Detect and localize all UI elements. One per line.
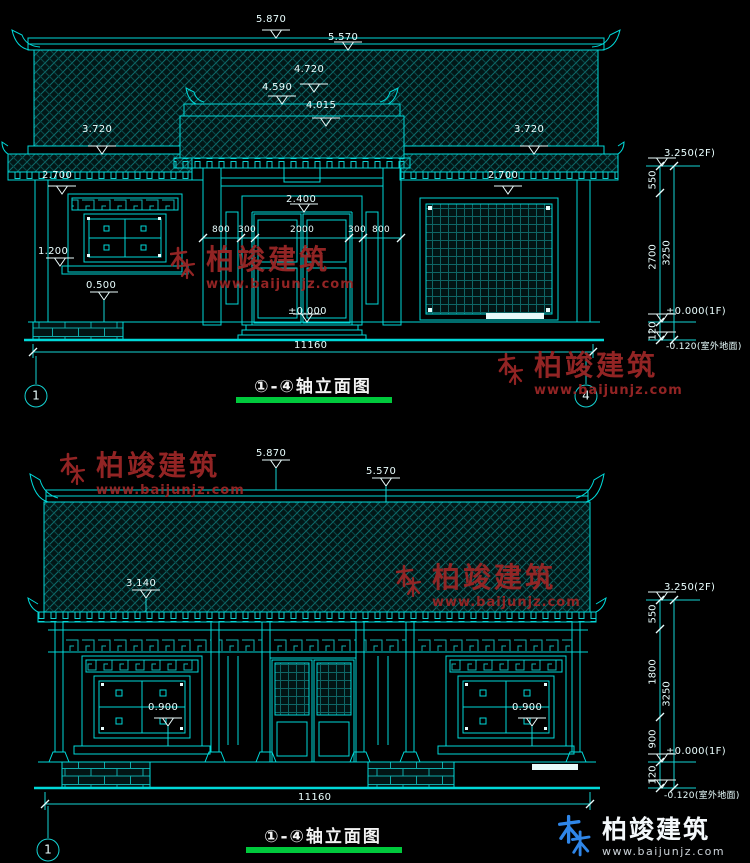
d2-chain-ground: -0.120(室外地面) bbox=[664, 791, 740, 801]
d1-level-4590: 4.590 bbox=[262, 82, 293, 93]
d1-dim-300a: 300 bbox=[238, 225, 257, 235]
d2-level-5570: 5.570 bbox=[366, 466, 397, 477]
d1-level-4720: 4.720 bbox=[294, 64, 325, 75]
watermark-brand: 柏竣建筑 bbox=[534, 349, 659, 382]
d2-level-5870: 5.870 bbox=[256, 448, 287, 459]
drawing2-building bbox=[27, 473, 607, 790]
d2-chain-top: 3.250(2F) bbox=[664, 582, 716, 593]
watermark-brand: 柏竣建筑 bbox=[206, 243, 331, 276]
watermark: 柏竣建筑 www.baijunjz.com bbox=[170, 246, 355, 292]
watermark-brand: 柏竣建筑 bbox=[96, 449, 221, 482]
d1-chain-2700: 2700 bbox=[647, 244, 659, 270]
d1-level-2700-left: 2.700 bbox=[42, 170, 73, 181]
d1-dim-300b: 300 bbox=[348, 225, 367, 235]
d1-level-0500: 0.500 bbox=[86, 280, 117, 291]
drawing2-dimensions bbox=[36, 459, 700, 862]
d1-level-0000: ±0.000 bbox=[288, 306, 327, 317]
drawing1-building bbox=[1, 29, 625, 342]
d1-chain-top: 3.250(2F) bbox=[664, 148, 716, 159]
d1-axis-1: 1 bbox=[32, 388, 40, 403]
drawing1-dimensions bbox=[24, 29, 700, 408]
site-logo-brand: 柏竣建筑 bbox=[602, 814, 711, 844]
d2-chain-1800: 1800 bbox=[647, 659, 659, 685]
watermark-url: www.baijunjz.com bbox=[96, 483, 245, 498]
d2-chain-550: 550 bbox=[647, 604, 659, 624]
watermark-brand: 柏竣建筑 bbox=[432, 561, 557, 594]
d2-level-0900-right: 0.900 bbox=[512, 702, 543, 713]
d2-chain-120: 120 bbox=[647, 765, 659, 785]
d2-chain-3250: 3250 bbox=[661, 681, 673, 707]
watermark-logo-icon bbox=[396, 564, 422, 598]
d2-overall-width: 11160 bbox=[298, 792, 332, 803]
watermark: 柏竣建筑 www.baijunjz.com bbox=[498, 352, 683, 398]
d1-title-underline bbox=[236, 397, 392, 403]
d1-level-5570: 5.570 bbox=[328, 32, 359, 43]
watermark: 柏竣建筑 www.baijunjz.com bbox=[60, 452, 245, 498]
d2-axis-1: 1 bbox=[44, 842, 52, 857]
d1-dim-800b: 800 bbox=[372, 225, 391, 235]
d1-chain-3250: 3250 bbox=[661, 240, 673, 266]
d1-level-3720-left: 3.720 bbox=[82, 124, 113, 135]
d2-title-underline bbox=[246, 847, 402, 853]
d1-chain-ground: -0.120(室外地面) bbox=[666, 342, 742, 352]
d1-overall-width: 11160 bbox=[294, 340, 328, 351]
site-logo: 柏竣建筑 www.baijunjz.com bbox=[556, 814, 725, 860]
d1-chain-550: 550 bbox=[647, 170, 659, 190]
watermark-url: www.baijunjz.com bbox=[432, 595, 581, 610]
d2-level-0900-left: 0.900 bbox=[148, 702, 179, 713]
watermark: 柏竣建筑 www.baijunjz.com bbox=[396, 564, 581, 610]
d1-level-2400: 2.400 bbox=[286, 194, 317, 205]
d1-dim-2000: 2000 bbox=[290, 225, 315, 235]
site-logo-url: www.baijunjz.com bbox=[602, 844, 726, 858]
d1-level-1200: 1.200 bbox=[38, 246, 69, 257]
site-logo-icon bbox=[558, 814, 591, 857]
d2-title: ①-④轴立面图 bbox=[264, 827, 382, 847]
watermark-logo-icon bbox=[60, 452, 86, 486]
d2-level-3140: 3.140 bbox=[126, 578, 157, 589]
watermark-url: www.baijunjz.com bbox=[534, 383, 683, 398]
watermark-logo-icon bbox=[498, 352, 524, 386]
d1-dim-800a: 800 bbox=[212, 225, 231, 235]
d1-title: ①-④轴立面图 bbox=[254, 377, 372, 397]
d1-axis-4: 4 bbox=[582, 388, 590, 403]
d2-chain-floor: ±0.000(1F) bbox=[666, 746, 726, 757]
d1-level-3720-right: 3.720 bbox=[514, 124, 545, 135]
d1-chain-floor: ±0.000(1F) bbox=[666, 306, 726, 317]
d2-chain-900: 900 bbox=[647, 729, 659, 749]
watermark-url: www.baijunjz.com bbox=[206, 277, 355, 292]
watermark-logo-icon bbox=[170, 246, 196, 280]
d1-chain-120: 120 bbox=[647, 321, 659, 341]
d1-level-5870: 5.870 bbox=[256, 14, 287, 25]
d1-level-4015: 4.015 bbox=[306, 100, 337, 111]
d1-level-2700-right: 2.700 bbox=[488, 170, 519, 181]
